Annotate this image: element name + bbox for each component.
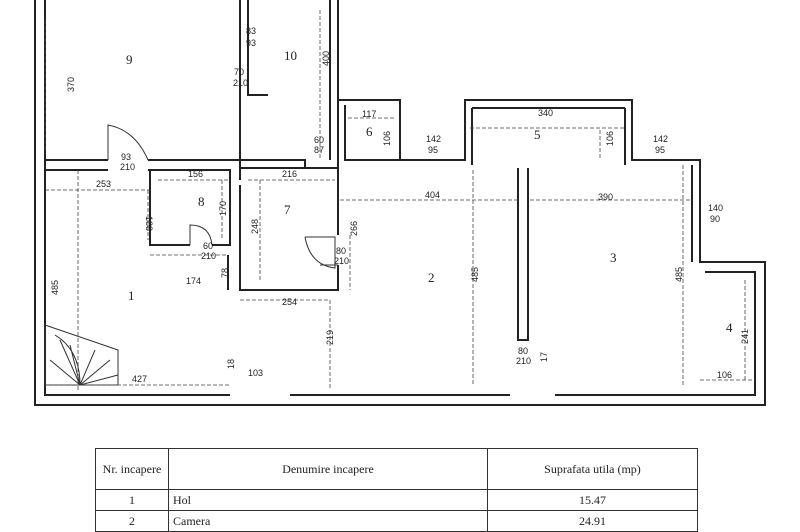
room-label-1: 1 bbox=[128, 288, 135, 303]
opening-label: 93 bbox=[246, 38, 256, 48]
room-label-6: 6 bbox=[366, 124, 373, 139]
opening-label: 95 bbox=[428, 145, 438, 155]
opening-label: 95 bbox=[655, 145, 665, 155]
dim-label: 18 bbox=[226, 359, 236, 369]
opening-label: 142 bbox=[426, 134, 441, 144]
opening-label: 90 bbox=[710, 214, 720, 224]
room-label-3: 3 bbox=[610, 250, 617, 265]
room-label-4: 4 bbox=[726, 320, 733, 335]
column-header-name: Denumire incapere bbox=[168, 448, 488, 490]
table-header-row: Nr. incapere Denumire incapere Suprafata… bbox=[95, 448, 698, 490]
room-nr: 2 bbox=[95, 510, 169, 532]
room-area-table: Nr. incapere Denumire incapere Suprafata… bbox=[95, 448, 698, 532]
room-name: Hol bbox=[168, 489, 488, 511]
table-row: 2 Camera 24.91 bbox=[95, 510, 698, 532]
dim-label: 219 bbox=[325, 330, 335, 345]
dim-label: 103 bbox=[248, 368, 263, 378]
dim-label: 241 bbox=[740, 329, 750, 344]
opening-label: 210 bbox=[516, 356, 531, 366]
opening-label: 140 bbox=[708, 203, 723, 213]
dim-label: 485 bbox=[674, 267, 684, 282]
room-nr: 1 bbox=[95, 489, 169, 511]
opening-label: 70 bbox=[234, 67, 244, 77]
dim-label: 485 bbox=[50, 280, 60, 295]
dim-label: 254 bbox=[282, 297, 297, 307]
room-area: 24.91 bbox=[487, 510, 698, 532]
dim-label: 78 bbox=[220, 268, 230, 278]
room-label-8: 8 bbox=[198, 194, 205, 209]
dim-label: 248 bbox=[250, 219, 260, 234]
column-header-area: Suprafata utila (mp) bbox=[487, 448, 698, 490]
opening-label: 60 bbox=[203, 241, 213, 251]
dim-label: 117 bbox=[362, 109, 376, 119]
dim-label: 266 bbox=[349, 221, 359, 236]
opening-label: 93 bbox=[121, 152, 131, 162]
room-label-7: 7 bbox=[284, 202, 291, 217]
room-label-5: 5 bbox=[534, 127, 541, 142]
dim-label: 340 bbox=[538, 108, 553, 118]
dimension-labels: 253 188 485 427 103 18 219 156 170 174 7… bbox=[50, 51, 750, 384]
dim-label: 188 bbox=[144, 216, 154, 231]
stairs bbox=[44, 324, 119, 386]
dim-label: 370 bbox=[66, 77, 76, 92]
dim-label: 106 bbox=[382, 131, 392, 146]
opening-label: 83 bbox=[246, 26, 256, 36]
room-label-9: 9 bbox=[126, 52, 133, 67]
dim-label: 400 bbox=[321, 51, 331, 66]
opening-label: 210 bbox=[233, 78, 248, 88]
dim-label: 106 bbox=[717, 370, 732, 380]
dim-label: 485 bbox=[470, 267, 480, 282]
doors bbox=[107, 124, 338, 269]
dim-label: 404 bbox=[425, 190, 440, 200]
opening-label: 142 bbox=[653, 134, 668, 144]
opening-labels: 93 210 70 210 83 93 60 210 80 210 60 87 … bbox=[120, 26, 723, 366]
dim-label: 156 bbox=[188, 169, 203, 179]
dim-label: 216 bbox=[282, 169, 297, 179]
room-area: 15.47 bbox=[487, 489, 698, 511]
dim-label: 427 bbox=[132, 374, 147, 384]
room-name: Camera bbox=[168, 510, 488, 532]
opening-label: 210 bbox=[334, 256, 349, 266]
opening-label: 87 bbox=[314, 145, 324, 155]
opening-label: 80 bbox=[336, 246, 346, 256]
room-numbers: 1 2 3 4 5 6 7 8 9 10 bbox=[126, 48, 733, 335]
dim-label: 174 bbox=[186, 276, 201, 286]
dim-label: 17 bbox=[539, 352, 549, 362]
opening-label: 210 bbox=[120, 162, 135, 172]
room-label-10: 10 bbox=[284, 48, 297, 63]
dimension-lines bbox=[44, 10, 755, 390]
table-row: 1 Hol 15.47 bbox=[95, 489, 698, 511]
opening-label: 210 bbox=[201, 251, 216, 261]
opening-label: 60 bbox=[314, 135, 324, 145]
room-label-2: 2 bbox=[428, 270, 435, 285]
dim-label: 170 bbox=[218, 201, 228, 216]
walls bbox=[34, 0, 766, 406]
dim-label: 106 bbox=[605, 131, 615, 146]
opening-label: 80 bbox=[518, 346, 528, 356]
dim-label: 253 bbox=[96, 179, 111, 189]
column-header-nr: Nr. incapere bbox=[95, 448, 169, 490]
dim-label: 390 bbox=[598, 192, 613, 202]
